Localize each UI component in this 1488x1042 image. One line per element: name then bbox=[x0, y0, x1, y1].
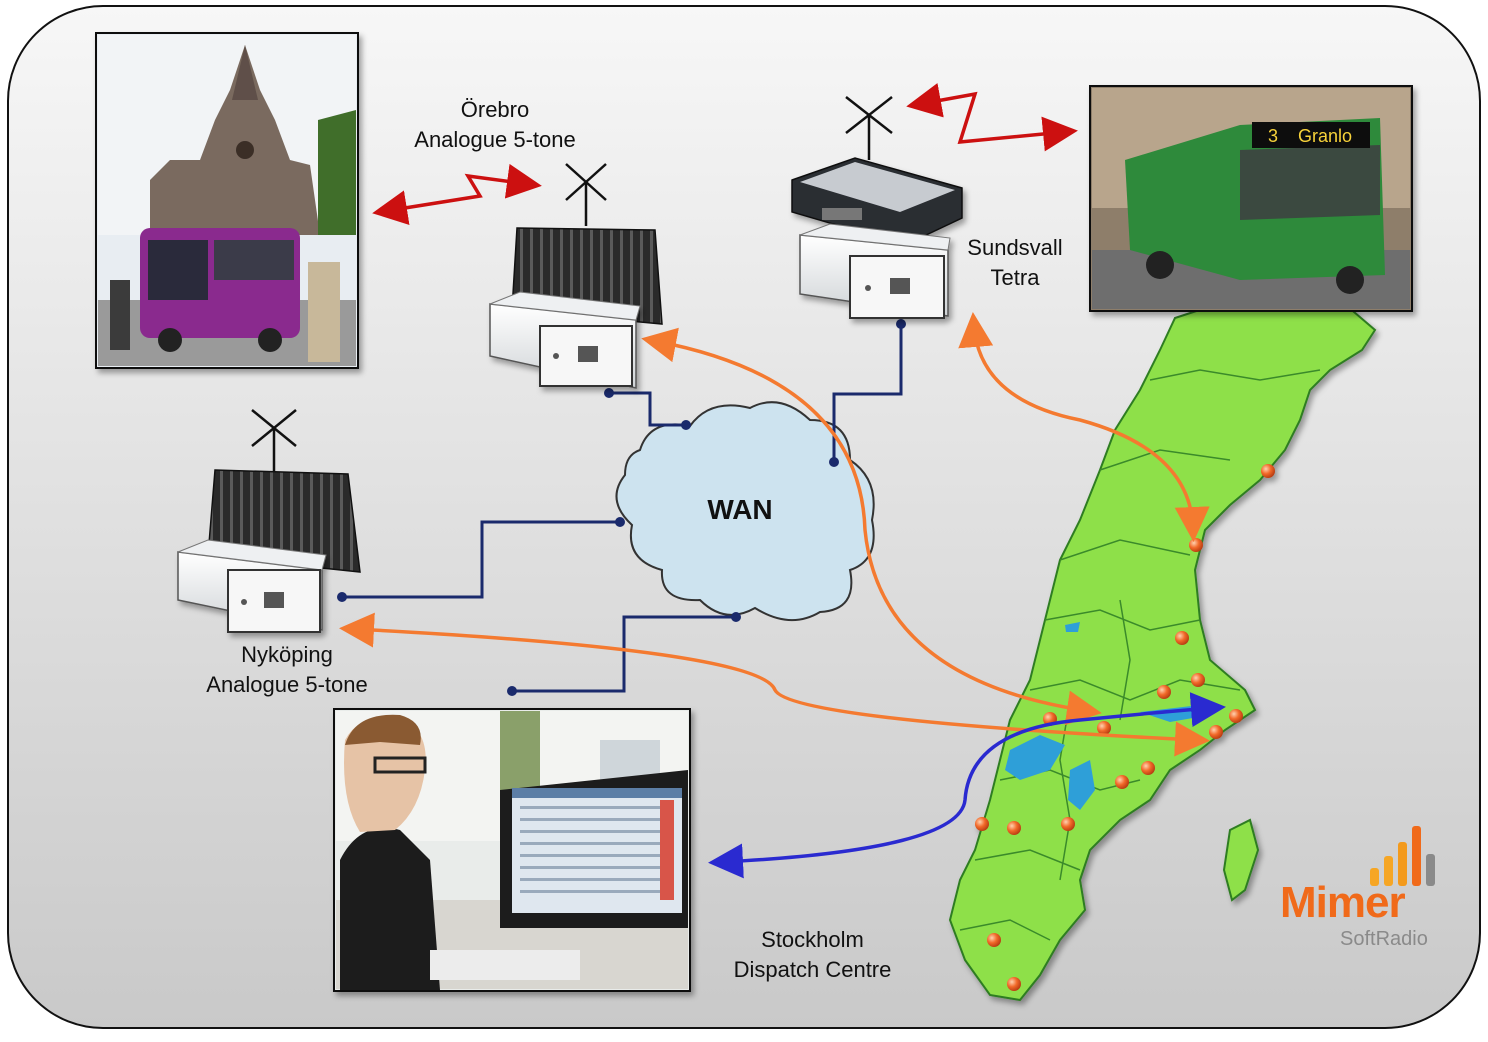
radio-link-arrows bbox=[372, 83, 1078, 225]
blue-arrow bbox=[708, 692, 1226, 879]
nykoping-system: Analogue 5-tone bbox=[206, 672, 368, 697]
stockholm-label: Stockholm Dispatch Centre bbox=[700, 925, 925, 985]
antenna-icons bbox=[251, 96, 893, 472]
bus-route-number: 3 bbox=[1268, 126, 1278, 146]
antenna-icon-nykoping bbox=[251, 409, 297, 472]
nykoping-label: Nyköping Analogue 5-tone bbox=[172, 640, 402, 700]
orebro-label: Örebro Analogue 5-tone bbox=[380, 95, 610, 155]
stockholm-dispatch-photo bbox=[333, 708, 691, 992]
antenna-icon-sundsvall bbox=[845, 96, 893, 160]
sundsvall-city: Sundsvall bbox=[967, 235, 1063, 260]
mimer-logo-bars bbox=[1370, 826, 1435, 886]
wan-label: WAN bbox=[707, 494, 773, 525]
sundsvall-bus-photo: 3 Granlo bbox=[1089, 85, 1413, 312]
orebro-system: Analogue 5-tone bbox=[414, 127, 576, 152]
orebro-bus-photo bbox=[95, 32, 359, 369]
nykoping-city: Nyköping bbox=[241, 642, 333, 667]
logo-subtitle: SoftRadio bbox=[1340, 928, 1428, 950]
sundsvall-gateway-box bbox=[799, 223, 951, 319]
nykoping-gateway-box bbox=[177, 539, 327, 633]
antenna-icon-orebro bbox=[565, 163, 607, 226]
sundsvall-system: Tetra bbox=[990, 265, 1040, 290]
bus-destination: Granlo bbox=[1298, 126, 1352, 146]
orebro-city: Örebro bbox=[460, 97, 530, 122]
sundsvall-tetra-terminal bbox=[791, 157, 963, 246]
sundsvall-label: Sundsvall Tetra bbox=[945, 233, 1085, 293]
orebro-gateway-box bbox=[489, 291, 641, 389]
stockholm-city: Stockholm bbox=[761, 927, 864, 952]
stockholm-role: Dispatch Centre bbox=[733, 957, 892, 982]
logo-wordmark: Mimer bbox=[1280, 878, 1406, 927]
mimer-softradio-logo: Mimer SoftRadio bbox=[1270, 820, 1450, 960]
